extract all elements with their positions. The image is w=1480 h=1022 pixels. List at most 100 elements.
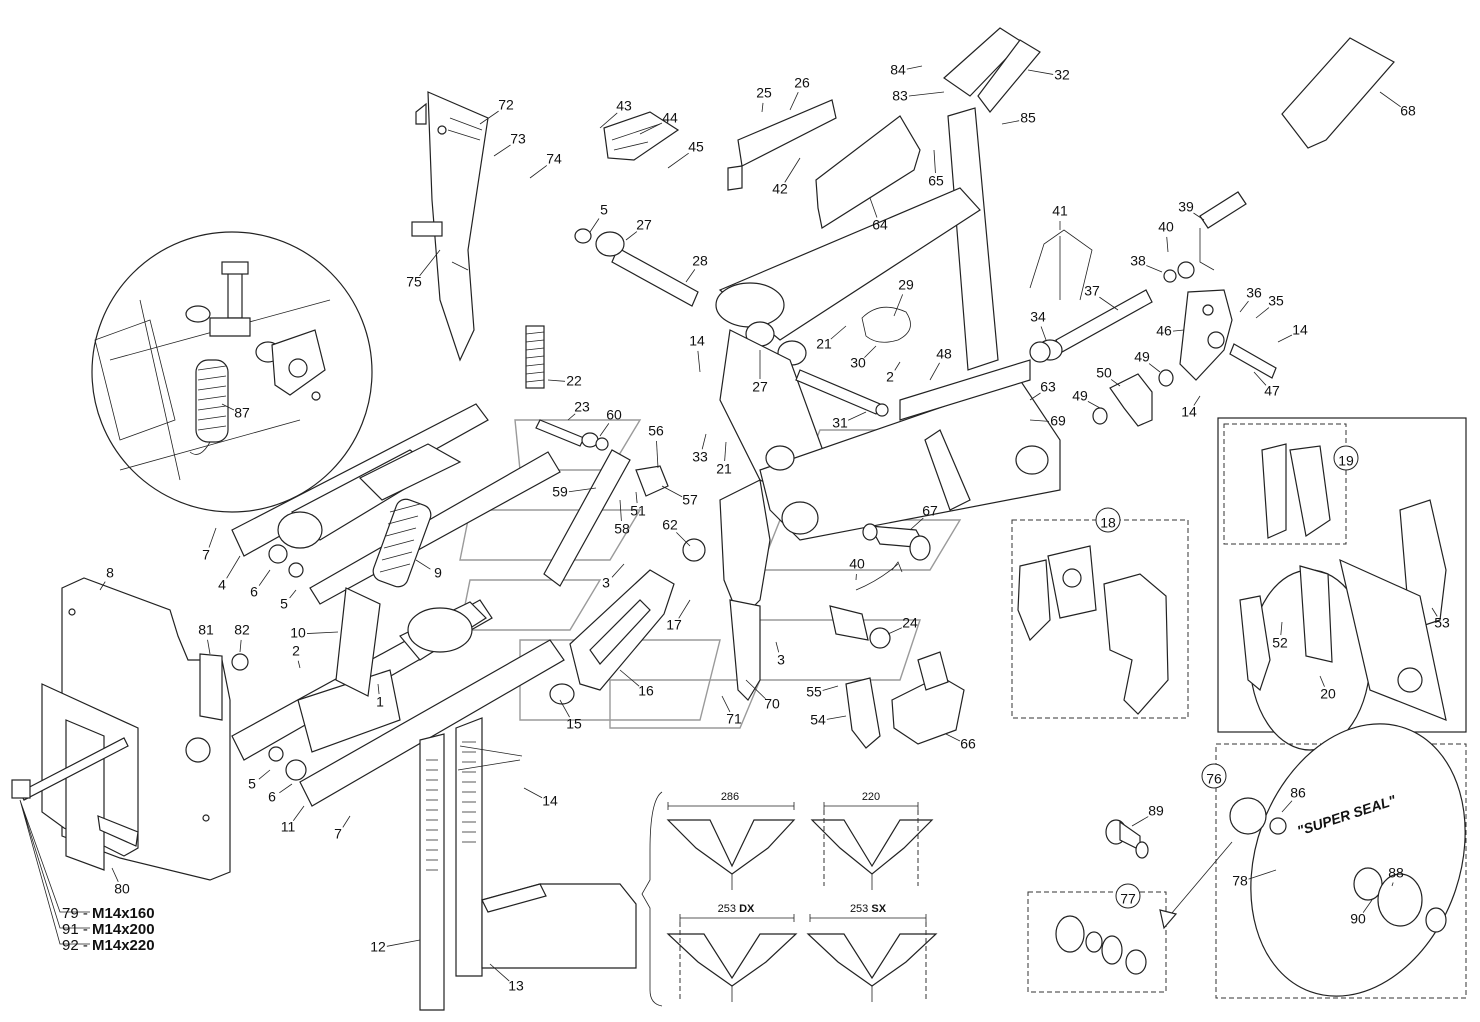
leader-line-9 bbox=[415, 559, 431, 570]
leader-line-12 bbox=[386, 939, 421, 947]
callout-label-6: 6 bbox=[250, 584, 258, 600]
part-67-hub-shaft bbox=[855, 523, 931, 591]
callout-label-44: 44 bbox=[662, 110, 678, 126]
leader-line-64 bbox=[869, 197, 878, 218]
leader-line-21 bbox=[724, 441, 727, 462]
callout-label-21: 21 bbox=[816, 336, 832, 352]
part-89-bearing bbox=[1105, 819, 1149, 859]
callout-label-55: 55 bbox=[806, 684, 822, 700]
callout-label-52: 52 bbox=[1272, 635, 1288, 651]
callout-label-90: 90 bbox=[1350, 911, 1366, 927]
leader-line-24 bbox=[887, 627, 902, 635]
leader-line-48 bbox=[929, 362, 940, 381]
callout-label-27: 27 bbox=[752, 379, 768, 395]
leader-line-30 bbox=[864, 345, 877, 358]
leader-line-58 bbox=[619, 499, 622, 522]
leader-line-43 bbox=[599, 112, 618, 129]
leader-line-45 bbox=[667, 152, 689, 169]
callout-label-21: 21 bbox=[716, 461, 732, 477]
callout-label-28: 28 bbox=[692, 253, 708, 269]
callout-label-66: 66 bbox=[960, 736, 976, 752]
part-70-knife bbox=[719, 479, 771, 701]
leader-line-85 bbox=[1001, 120, 1020, 125]
leader-line-2 bbox=[894, 361, 901, 371]
part-14-pins bbox=[457, 745, 523, 771]
callout-label-56: 56 bbox=[648, 423, 664, 439]
leader-line-46 bbox=[1172, 329, 1185, 332]
legend-row-92: 92 - M14x220 bbox=[62, 937, 155, 954]
callout-label-14: 14 bbox=[1292, 322, 1308, 338]
callout-label-27: 27 bbox=[636, 217, 652, 233]
profile-286 bbox=[666, 802, 796, 890]
leader-line-89 bbox=[1131, 816, 1149, 827]
leader-line-86 bbox=[1281, 800, 1293, 813]
callout-label-72: 72 bbox=[498, 97, 514, 113]
detail-box-77-hub bbox=[1027, 841, 1233, 993]
leader-line-5 bbox=[589, 218, 600, 233]
callout-label-5: 5 bbox=[600, 202, 608, 218]
callout-label-62: 62 bbox=[662, 517, 678, 533]
leader-line-71 bbox=[721, 695, 731, 713]
callout-label-70: 70 bbox=[764, 696, 780, 712]
part-46-lever bbox=[1179, 289, 1233, 381]
leader-line-2 bbox=[297, 660, 301, 669]
callout-label-35: 35 bbox=[1268, 293, 1284, 309]
profile-253-sx bbox=[806, 914, 938, 1002]
part-68-plate bbox=[1281, 37, 1395, 149]
callout-label-34: 34 bbox=[1030, 309, 1046, 325]
leader-line-17 bbox=[678, 599, 691, 619]
leader-line-6 bbox=[279, 783, 293, 794]
callout-label-22: 22 bbox=[566, 373, 582, 389]
callout-label-43: 43 bbox=[616, 98, 632, 114]
callout-label-46: 46 bbox=[1156, 323, 1172, 339]
callout-label-59: 59 bbox=[552, 484, 568, 500]
callout-label-23: 23 bbox=[574, 399, 590, 415]
leader-line-32 bbox=[1027, 69, 1054, 75]
leader-line-78 bbox=[1248, 869, 1277, 880]
leader-line-31 bbox=[848, 411, 867, 421]
callout-label-31: 31 bbox=[832, 415, 848, 431]
callout-label-50: 50 bbox=[1096, 365, 1112, 381]
leader-line-36 bbox=[1239, 300, 1249, 313]
lower-parallel-links bbox=[231, 599, 565, 807]
callout-label-36: 36 bbox=[1246, 285, 1262, 301]
callout-label-8: 8 bbox=[106, 565, 114, 581]
callout-label-54: 54 bbox=[810, 712, 826, 728]
callout-leaders bbox=[99, 65, 1438, 982]
leader-line-84 bbox=[906, 65, 923, 70]
leader-line-57 bbox=[661, 485, 683, 498]
callout-label-5: 5 bbox=[280, 596, 288, 612]
callout-label-47: 47 bbox=[1264, 383, 1280, 399]
callout-label-13: 13 bbox=[508, 978, 524, 994]
callout-label-71: 71 bbox=[726, 711, 742, 727]
leader-line-33 bbox=[701, 433, 707, 450]
leader-line-49 bbox=[1087, 400, 1101, 409]
callout-label-3: 3 bbox=[602, 575, 610, 591]
callout-label-2: 2 bbox=[886, 369, 894, 385]
callout-label-85: 85 bbox=[1020, 110, 1036, 126]
callout-label-49: 49 bbox=[1134, 349, 1150, 365]
callout-label-83: 83 bbox=[892, 88, 908, 104]
leader-line-73 bbox=[493, 144, 511, 157]
leader-line-13 bbox=[489, 963, 510, 982]
callout-label-84: 84 bbox=[890, 62, 906, 78]
part-23-pin bbox=[535, 419, 609, 451]
part-31-pin bbox=[795, 369, 889, 417]
leader-line-3 bbox=[611, 563, 625, 578]
leader-line-55 bbox=[822, 685, 839, 691]
callout-label-78: 78 bbox=[1232, 873, 1248, 889]
callout-label-25: 25 bbox=[756, 85, 772, 101]
callout-label-88: 88 bbox=[1388, 865, 1404, 881]
leader-line-49 bbox=[1148, 363, 1161, 373]
leader-line-56 bbox=[656, 440, 659, 469]
part-54-scraper bbox=[845, 677, 881, 749]
part-24-nut bbox=[829, 605, 891, 649]
part-80-clamp bbox=[41, 683, 139, 871]
callout-label-3: 3 bbox=[777, 652, 785, 668]
callout-label-63: 63 bbox=[1040, 379, 1056, 395]
part-26-scraper bbox=[727, 99, 837, 191]
callout-label-17: 17 bbox=[666, 617, 682, 633]
callout-label-30: 30 bbox=[850, 355, 866, 371]
